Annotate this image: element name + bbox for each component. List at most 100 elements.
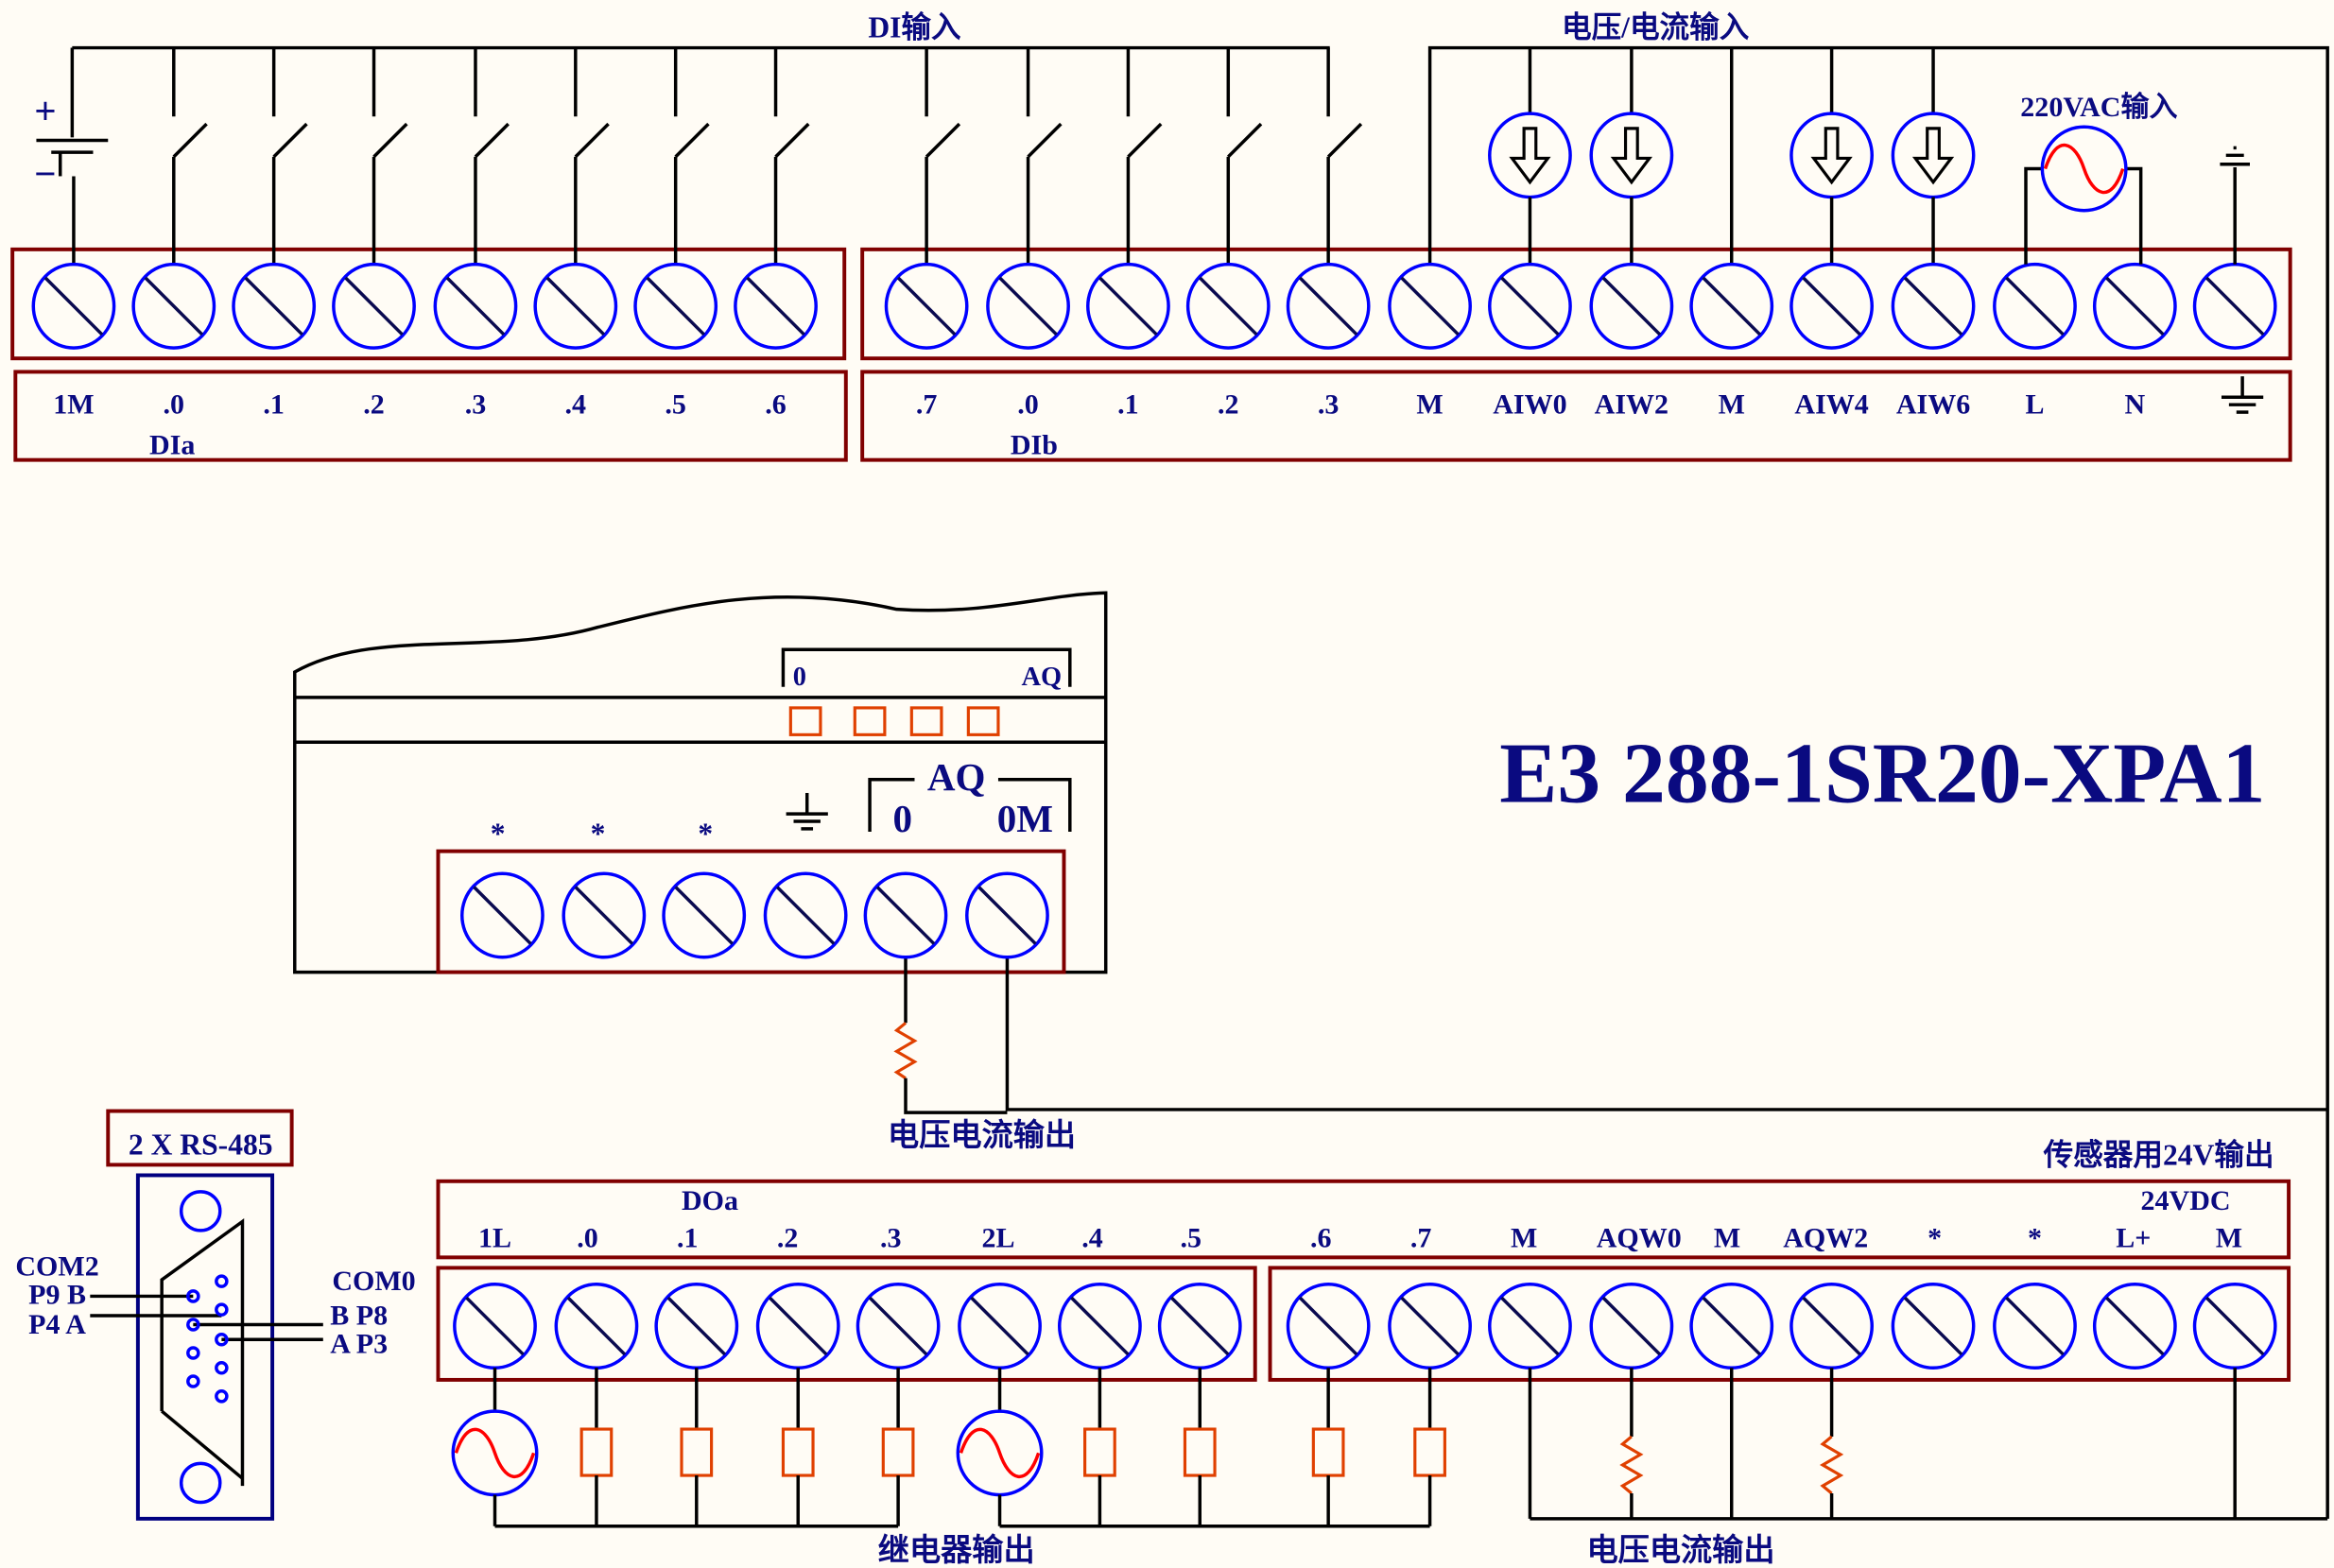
db9-pin (186, 1318, 200, 1332)
db9-pin (215, 1274, 229, 1288)
terminal-label: N (2124, 389, 2145, 421)
terminal-label: AQW2 (1783, 1222, 1868, 1253)
screw-terminal (31, 262, 116, 350)
com0-label: COM0 (332, 1266, 415, 1297)
terminal-label: .7 (916, 389, 938, 421)
terminal-label: .1 (677, 1222, 699, 1253)
relay-coil-icon (1413, 1427, 1446, 1477)
terminal-label: .5 (1181, 1222, 1202, 1253)
screw-terminal (1891, 1283, 1976, 1370)
terminal-label: .2 (777, 1222, 799, 1253)
terminal-label: 1M (53, 389, 94, 421)
terminal-label: .6 (765, 389, 787, 421)
relay-coil-icon (1183, 1427, 1217, 1477)
screw-terminal (453, 1283, 537, 1370)
terminal-label: M (1719, 389, 1745, 421)
aq2-zero-label: 0 (893, 797, 913, 840)
screw-terminal (633, 262, 718, 350)
db9-pin (186, 1289, 200, 1303)
terminal-label: .1 (1117, 389, 1139, 421)
aq-zero-label: 0 (793, 663, 806, 692)
do-label-strip (436, 1179, 2291, 1260)
sensor-output-title: 传感器用24V输出 (2043, 1138, 2274, 1171)
terminal-label: L+ (2116, 1222, 2151, 1253)
screw-terminal (1589, 1283, 1674, 1370)
terminal-label: * (1928, 1222, 1942, 1253)
terminal-label: * (2028, 1222, 2042, 1253)
aq-led-indicator (788, 706, 822, 736)
resistor-icon (1619, 1435, 1644, 1495)
module-ground-icon (786, 792, 828, 831)
screw-terminal (232, 262, 317, 350)
terminal-label: AIW0 (1493, 389, 1566, 421)
star-label: * (591, 818, 606, 851)
terminal-label: .4 (1081, 1222, 1103, 1253)
terminal-label: .1 (263, 389, 285, 421)
vi-output-bottom-title: 电压电流输出 (1586, 1533, 1774, 1568)
relay-output-title: 继电器输出 (878, 1533, 1035, 1568)
db9-pin (215, 1361, 229, 1375)
screw-terminal (1689, 262, 1774, 350)
terminal-label: .0 (164, 389, 185, 421)
terminal-label: AIW6 (1896, 389, 1970, 421)
aq-led-indicator (853, 706, 887, 736)
terminal-label: L (2025, 389, 2044, 421)
p4a-label: P4 A (28, 1309, 86, 1340)
com2-label: COM2 (15, 1250, 98, 1282)
terminal-label: .3 (465, 389, 487, 421)
screw-terminal (1993, 262, 2077, 350)
relay-coil-icon (1083, 1427, 1116, 1477)
screw-terminal (562, 871, 647, 959)
terminal-label: AQW0 (1597, 1222, 1682, 1253)
expansion-module-outline (293, 591, 1108, 974)
aq-led-indicator (966, 706, 1000, 736)
terminal-label: .0 (577, 1222, 598, 1253)
dia-label: DIa (149, 429, 195, 460)
screw-terminal (1488, 1283, 1572, 1370)
terminal-label: 2L (981, 1222, 1014, 1253)
screw-terminal (1286, 1283, 1371, 1370)
ac-input-title: 220VAC输入 (2020, 92, 2177, 123)
screw-terminal (1891, 262, 1976, 350)
p9b-label: P9 B (28, 1279, 86, 1310)
screw-terminal (131, 262, 216, 350)
vi-output-mid-title: 电压电流输出 (888, 1118, 1076, 1153)
ac-source-icon (956, 1409, 1044, 1497)
screw-terminal (1789, 1283, 1874, 1370)
terminal-label: M (2216, 1222, 2242, 1253)
doa-label: DOa (682, 1185, 738, 1216)
di-a-label-strip (13, 370, 848, 462)
screw-terminal (1185, 262, 1271, 350)
terminal-label: .3 (880, 1222, 902, 1253)
screw-terminal (554, 1283, 639, 1370)
terminal-label: .0 (1017, 389, 1039, 421)
screw-terminal (332, 262, 416, 350)
di-input-title: DI输入 (868, 11, 961, 44)
star-label: * (491, 818, 506, 851)
aq2-0m-label: 0M (997, 797, 1053, 840)
terminal-label: M (1511, 1222, 1537, 1253)
screw-terminal (958, 1283, 1042, 1370)
battery-icon (36, 47, 109, 177)
screw-terminal (965, 871, 1049, 959)
di-a-terminal-block (10, 247, 847, 361)
relay-coil-icon (680, 1427, 714, 1477)
screw-terminal (755, 1283, 840, 1370)
terminal-label: .2 (1218, 389, 1239, 421)
screw-terminal (2092, 262, 2177, 350)
screw-terminal (734, 262, 818, 350)
current-source-icon (1789, 112, 1874, 199)
current-source-icon (1488, 112, 1572, 199)
screw-terminal (460, 871, 545, 959)
di-b-label-strip (860, 370, 2292, 462)
terminal-label: .5 (665, 389, 686, 421)
module-terminal-block (436, 849, 1066, 974)
terminal-label: 1L (478, 1222, 511, 1253)
screw-terminal (1993, 1283, 2077, 1370)
resistor-icon (1819, 1435, 1844, 1495)
db9-pin (215, 1302, 229, 1317)
ac-source-icon (2040, 125, 2128, 213)
screw-terminal (1589, 262, 1674, 350)
screw-terminal (1488, 262, 1572, 350)
